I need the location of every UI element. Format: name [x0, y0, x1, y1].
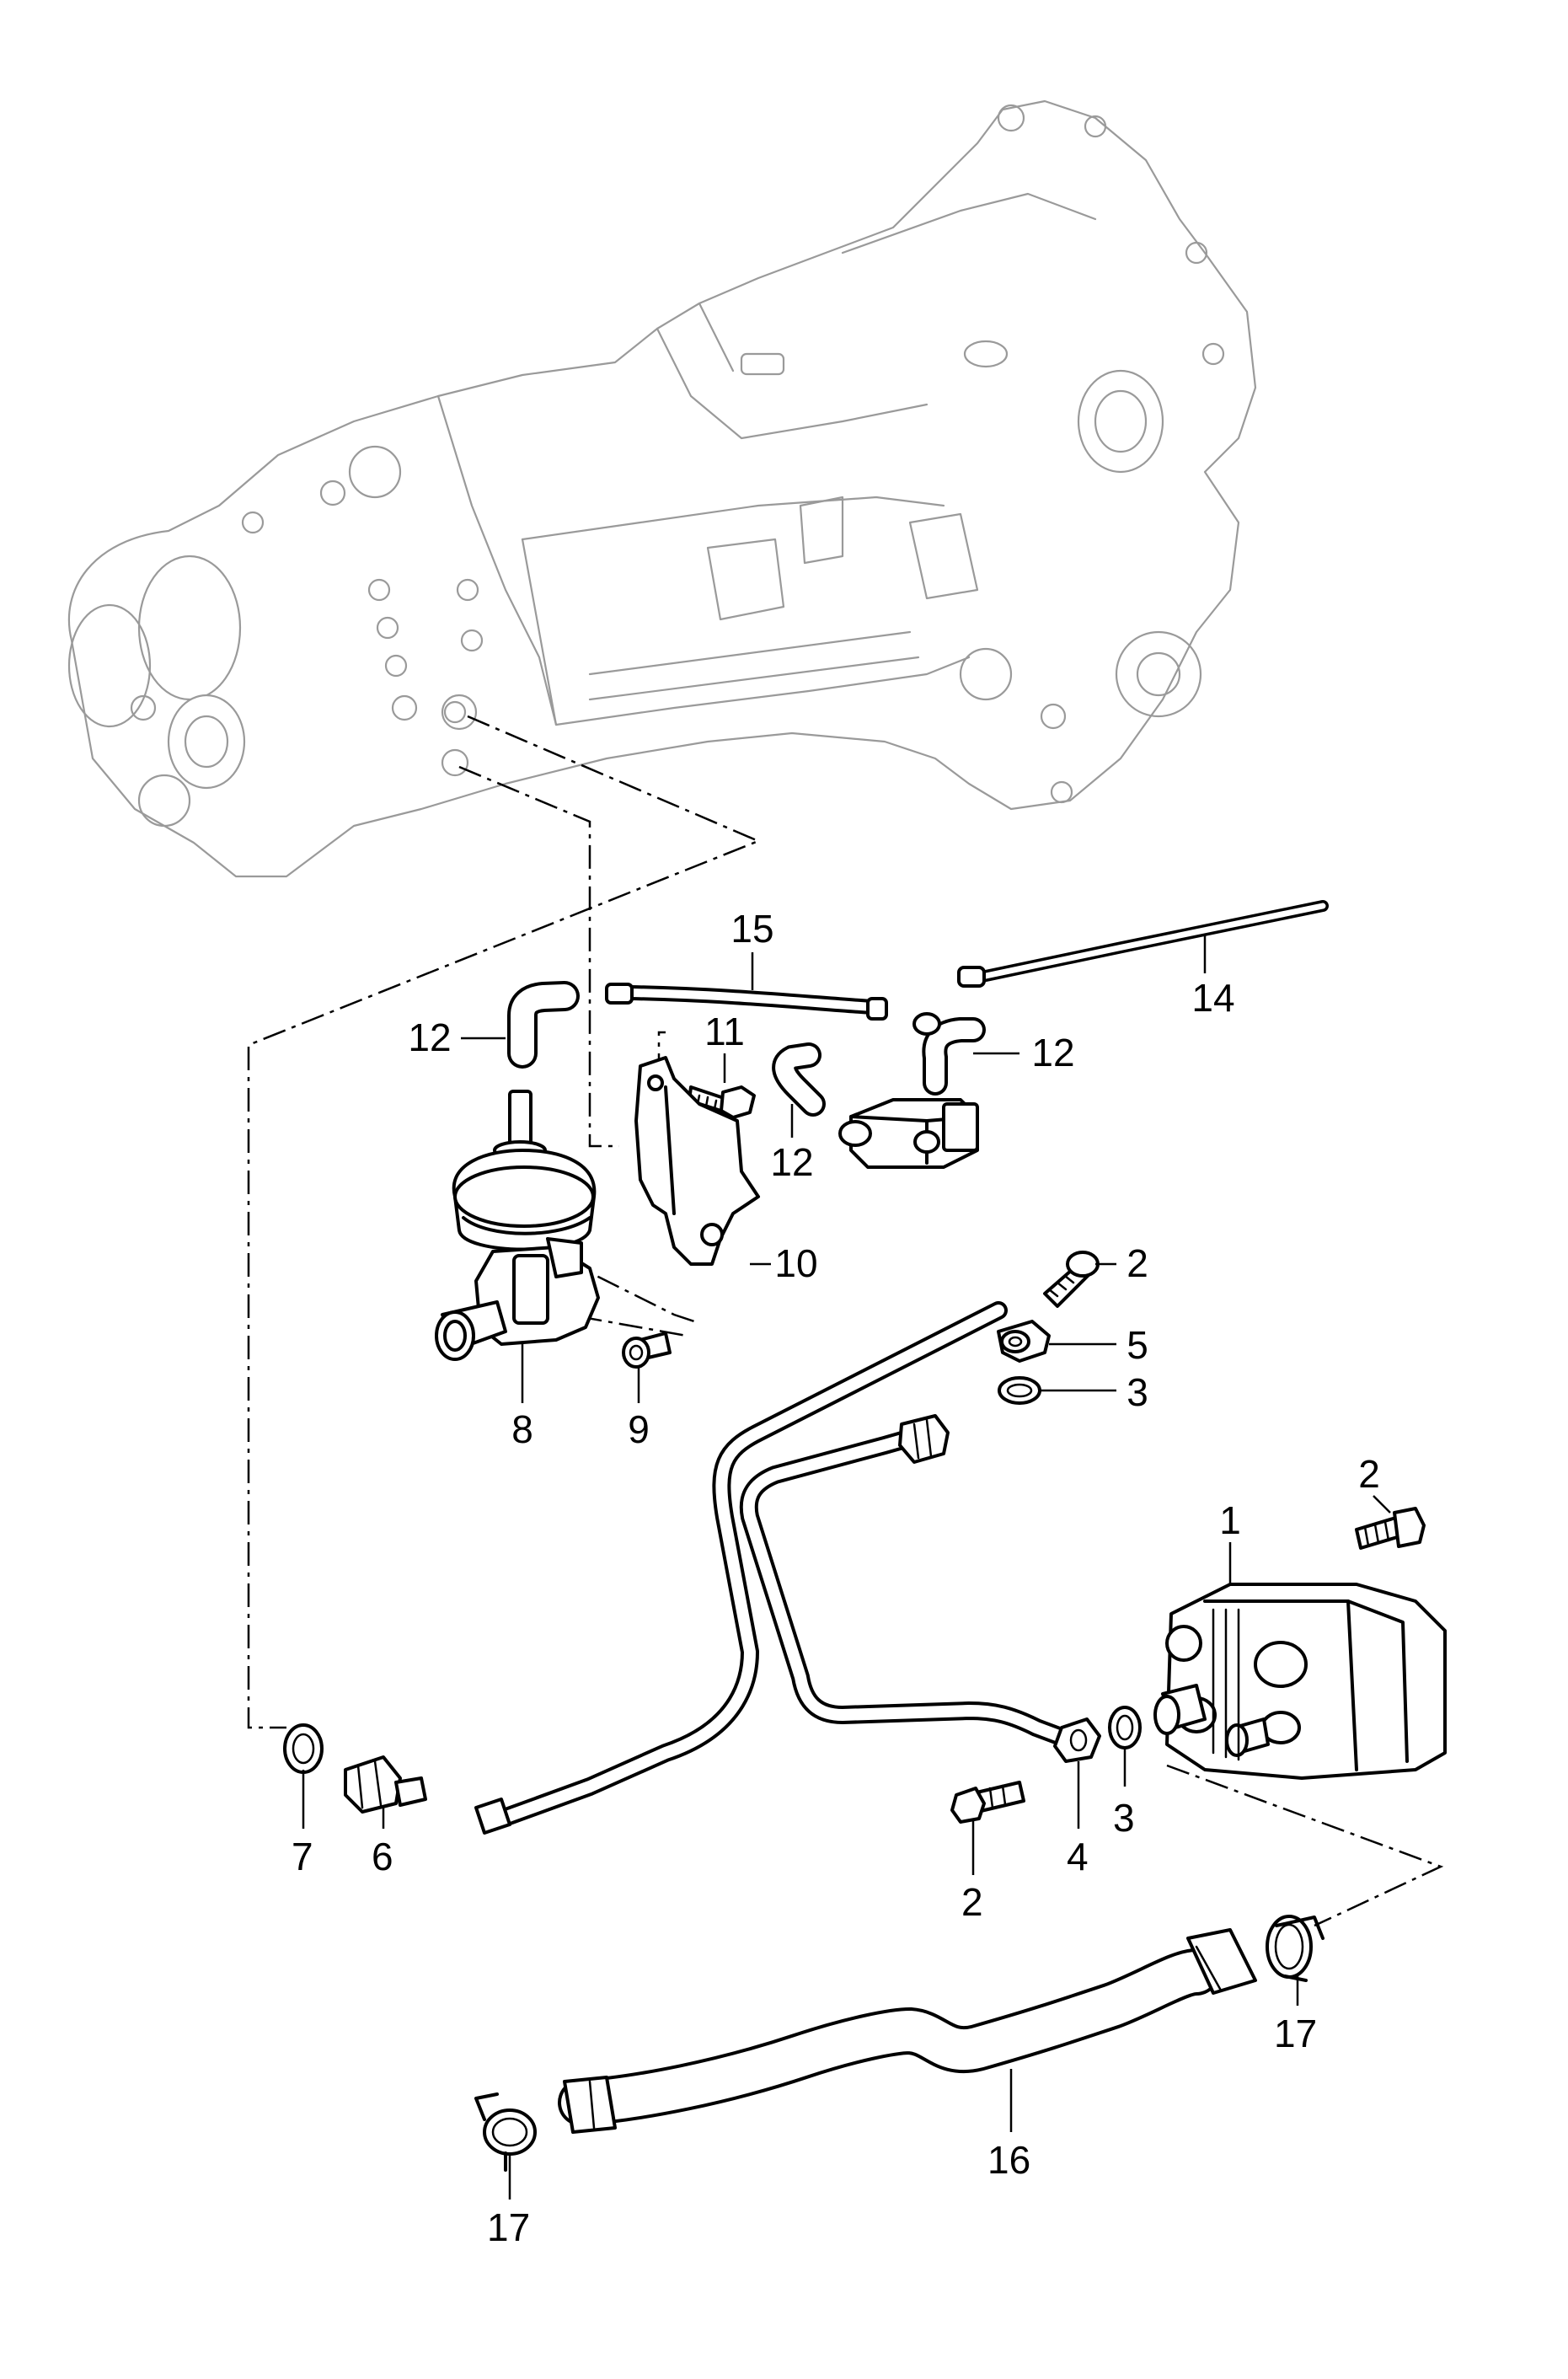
callout-5: 5 [1126, 1323, 1148, 1367]
part-16-coolant-hose [558, 1928, 1257, 2134]
part-10-bracket [634, 1056, 760, 1266]
part-5-banjo-fitting [997, 1320, 1051, 1363]
callout-2-right: 2 [1358, 1452, 1380, 1496]
callout-1: 1 [1219, 1498, 1241, 1542]
part-9-screw [622, 1331, 672, 1369]
callout-14: 14 [1191, 976, 1234, 1020]
part-6-adapter [344, 1755, 427, 1814]
part-1-oil-cooler [1153, 1583, 1447, 1780]
part-17-hose-clamp-right [1266, 1915, 1325, 1982]
part-8-vacuum-valve [435, 1090, 600, 1361]
part-3-seal-ring-upper [998, 1376, 1041, 1405]
callout-3-upper: 3 [1126, 1370, 1148, 1414]
solenoid-valve [838, 1098, 979, 1169]
callout-11: 11 [704, 1010, 745, 1053]
callout-8-label: 8 [511, 1407, 533, 1451]
part-2-bolt-upper [1043, 1251, 1100, 1308]
callout-12-middle: 12 [770, 1140, 813, 1184]
callout-12-left: 12 [408, 1015, 451, 1059]
part-15-hose [605, 983, 888, 1021]
callout-15: 15 [730, 907, 773, 951]
part-2-bolt-lower [950, 1781, 1025, 1824]
callout-2-upper: 2 [1126, 1241, 1148, 1285]
transmission-housing [67, 99, 1257, 878]
callout-10: 10 [774, 1241, 817, 1285]
callout-labels: 15 14 12 11 12 12 10 2 5 3 8 8 9 1 2 12 … [408, 907, 1379, 1542]
callout-12-right: 12 [1031, 1031, 1074, 1074]
part-4-banjo-bolt [1053, 1717, 1101, 1763]
callout-9: 9 [628, 1407, 650, 1451]
oil-line-pipes [474, 1301, 1079, 1835]
part-2-bolt-right [1355, 1507, 1426, 1550]
part-12-elbow-hoses [507, 981, 986, 1117]
part-17-hose-clamp-left [474, 2092, 537, 2172]
part-14-vacuum-line [957, 900, 1329, 988]
leader-lines [302, 935, 1391, 2200]
part-7-seal-ring [283, 1723, 324, 1774]
part-3-seal-ring-lower [1108, 1706, 1142, 1749]
